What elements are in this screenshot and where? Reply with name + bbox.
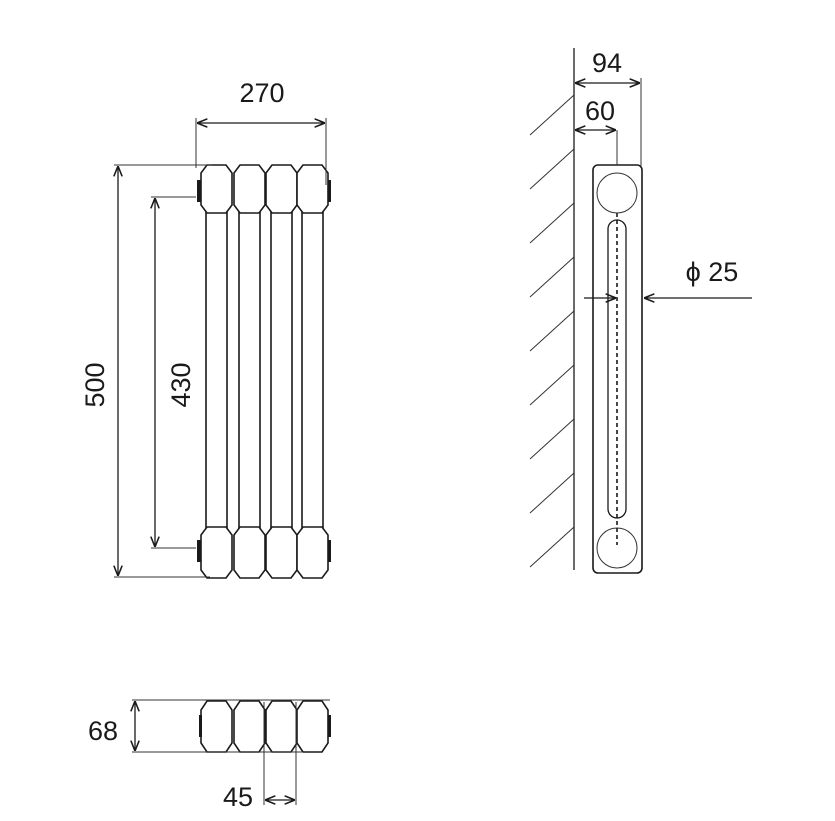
wall-to-center-label: 60: [585, 96, 615, 126]
bottom-view: [199, 700, 331, 753]
hatch-line: [529, 310, 575, 352]
dimension-depth-side: 94: [575, 48, 642, 166]
column-bottom-header: [233, 526, 266, 579]
dimension-column-pitch: 45: [223, 702, 297, 812]
column-bottom-header: [296, 526, 329, 579]
column-tube: [238, 199, 261, 541]
column-tube: [301, 199, 324, 541]
hatch-line: [529, 256, 575, 298]
hatch-line: [529, 94, 575, 136]
hatch-line: [529, 148, 575, 190]
column-top-header: [233, 164, 266, 214]
pipe-diameter-label: ϕ 25: [686, 257, 739, 287]
column-top-header: [265, 164, 298, 214]
column-bottom-header: [200, 526, 233, 579]
bottom-right-plug: [328, 540, 331, 562]
column-top-header: [200, 164, 233, 214]
bottom-column: [265, 700, 298, 753]
radiator-column: [265, 164, 298, 579]
column-top-header: [296, 164, 329, 214]
hatch-line: [529, 418, 575, 460]
top-left-plug: [197, 180, 201, 202]
wall-hatching: [529, 94, 575, 568]
bottom-column: [296, 700, 329, 753]
bottom-left-plug: [197, 540, 201, 562]
bottom-right-plug: [328, 715, 331, 737]
dimension-center-distance: 430: [151, 196, 196, 549]
height-label: 500: [80, 362, 110, 407]
dimension-height: 500: [80, 164, 212, 578]
hatch-line: [529, 364, 575, 406]
hatch-line: [529, 472, 575, 514]
radiator-column: [200, 164, 233, 579]
depth-side-label: 94: [592, 48, 622, 78]
dimension-wall-to-center: 60: [575, 96, 618, 165]
front-view: [197, 164, 331, 579]
bottom-column: [233, 700, 266, 753]
column-tube: [270, 199, 293, 541]
bottom-column: [200, 700, 233, 753]
hatch-line: [529, 202, 575, 244]
top-right-plug: [328, 180, 331, 202]
hatch-line: [529, 526, 575, 568]
dimension-depth-bottom: 68: [88, 699, 330, 753]
dimension-pipe-diameter: ϕ 25: [584, 257, 752, 298]
column-pitch-label: 45: [223, 782, 253, 812]
center-distance-label: 430: [166, 362, 196, 407]
depth-bottom-label: 68: [88, 716, 118, 746]
column-tube: [205, 199, 228, 541]
width-label: 270: [239, 78, 284, 108]
radiator-column: [233, 164, 266, 579]
column-bottom-header: [265, 526, 298, 579]
side-view: [529, 48, 643, 574]
dimension-width: 270: [195, 78, 327, 185]
radiator-column: [296, 164, 329, 579]
bottom-left-plug: [199, 715, 202, 737]
